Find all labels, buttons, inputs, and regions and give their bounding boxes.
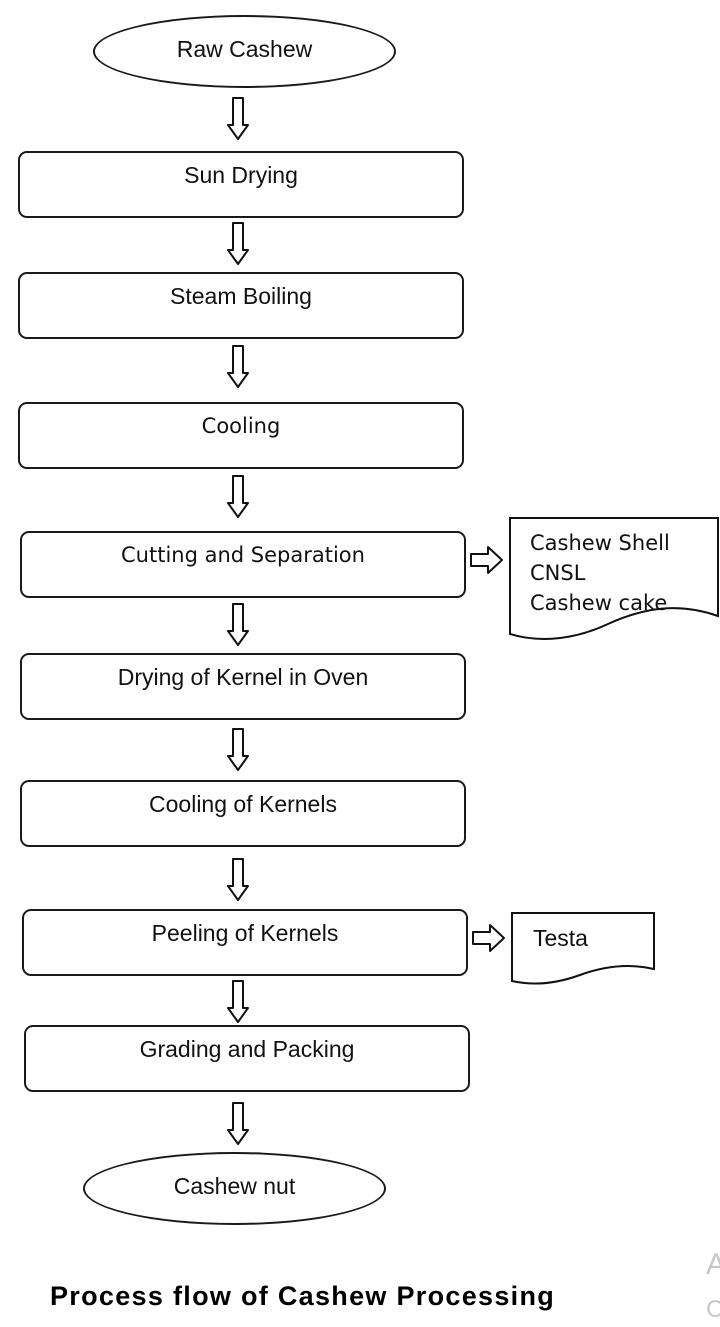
step-label: Sun Drying [184,162,298,188]
step-label: Cooling of Kernels [149,791,337,817]
down-arrow-icon [227,1102,249,1145]
cropped-edge-letter: C [706,1296,720,1323]
down-arrow-icon [227,475,249,518]
start-node-label: Raw Cashew [176,36,313,62]
step-label: Grading and Packing [139,1036,355,1062]
byproduct-testa: Testa [533,925,588,951]
step-drying-of-kernel-in-oven: Drying of Kernel in Oven [20,653,466,720]
down-arrow-icon [227,858,249,901]
down-arrow-icon [227,97,249,140]
end-node-label: Cashew nut [173,1173,296,1199]
step-cooling-of-kernels: Cooling of Kernels [20,780,466,847]
step-cutting-and-separation: Cutting and Separation [20,531,466,598]
byproduct-document-cutting [509,517,719,640]
byproduct-list-peeling: Testa [533,923,588,953]
diagram-caption: Process flow of Cashew Processing [50,1281,556,1311]
down-arrow-icon [227,728,249,771]
step-label: Cooling [201,414,281,438]
right-arrow-icon [472,924,505,952]
step-grading-and-packing: Grading and Packing [24,1025,470,1092]
end-node-cashew-nut: Cashew nut [83,1152,386,1225]
step-sun-drying: Sun Drying [18,151,464,218]
step-peeling-of-kernels: Peeling of Kernels [22,909,468,976]
byproduct-cashew-shell: Cashew Shell [530,531,670,555]
step-cooling: Cooling [18,402,464,469]
start-node-raw-cashew: Raw Cashew [93,15,396,88]
step-label: Peeling of Kernels [151,920,339,946]
byproduct-list-cutting: Cashew Shell CNSL Cashew cake [530,528,670,618]
byproduct-cnsl: CNSL [530,561,586,585]
down-arrow-icon [227,345,249,388]
step-label: Cutting and Separation [121,543,365,567]
down-arrow-icon [227,603,249,646]
right-arrow-icon [470,546,503,574]
step-label: Steam Boiling [170,283,312,309]
step-label: Drying of Kernel in Oven [117,664,369,690]
down-arrow-icon [227,980,249,1023]
down-arrow-icon [227,222,249,265]
step-steam-boiling: Steam Boiling [18,272,464,339]
cropped-edge-letter: A [706,1248,720,1281]
byproduct-cashew-cake: Cashew cake [530,591,668,615]
byproduct-document-peeling [511,912,655,985]
